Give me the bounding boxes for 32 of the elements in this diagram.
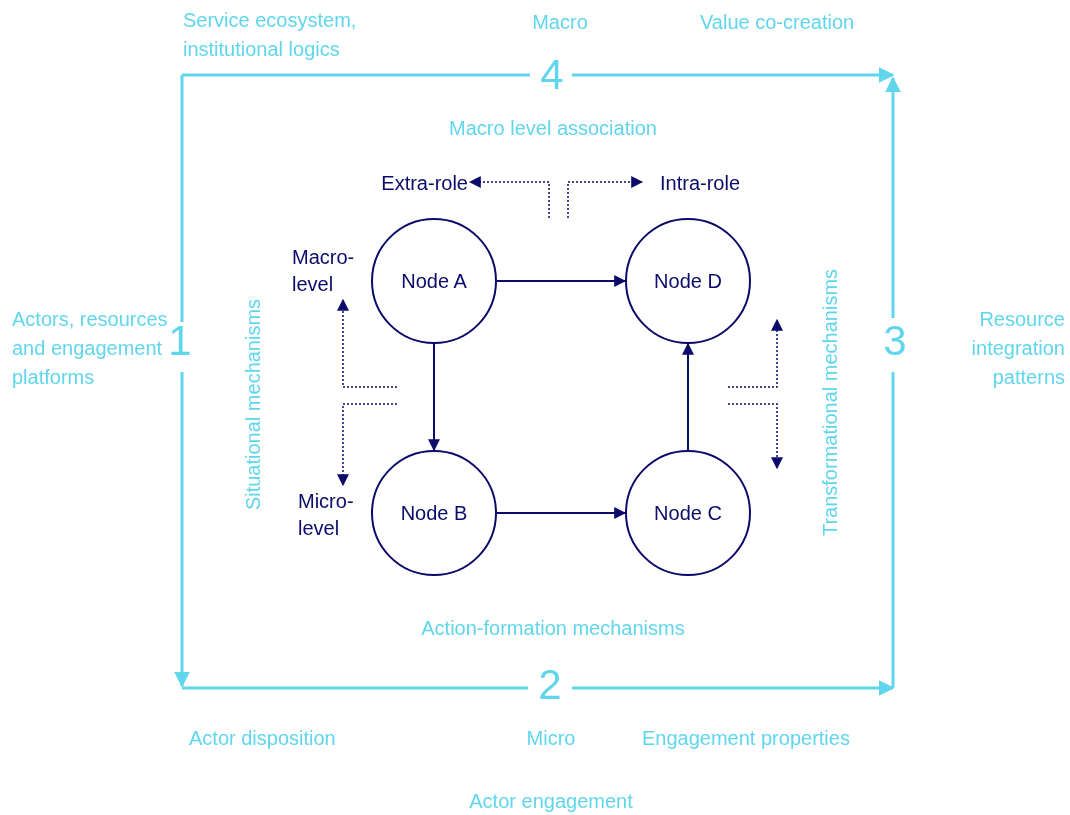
circle-node: Node C: [625, 450, 751, 576]
step-number: 3: [882, 318, 908, 364]
mechanism-label: Action-formation mechanisms: [420, 616, 686, 641]
circle-node: Node A: [371, 218, 497, 344]
arrow: [468, 176, 550, 219]
arrow: [496, 275, 627, 287]
frame-label: Macro: [531, 10, 589, 35]
frame-label: Actors, resources and engagement platforms: [12, 307, 169, 390]
circle-node: Node B: [371, 450, 497, 576]
mechanism-label: Situational mechanisms: [240, 297, 265, 513]
text-label: Intra-role: [660, 170, 760, 198]
frame-label: Actor engagement: [468, 789, 634, 814]
arrow: [428, 343, 440, 452]
circle-node: Node D: [625, 218, 751, 344]
frame-label: Resource integration patterns: [970, 307, 1065, 390]
step-number: 4: [539, 52, 565, 98]
text-label: Micro- level: [298, 488, 358, 542]
arrow: [496, 507, 627, 519]
text-label: Macro- level: [292, 244, 352, 298]
mechanism-label: Transformational mechanisms: [817, 267, 842, 539]
step-number: 2: [537, 662, 563, 708]
arrow: [567, 176, 644, 219]
frame-label: Macro level association: [448, 116, 658, 141]
frame-label: Value co-creation: [700, 10, 856, 35]
frame-label: Service ecosystem, institutional logics: [183, 8, 358, 62]
arrow: [337, 403, 398, 487]
text-label: Extra-role: [358, 170, 468, 198]
frame-label: Engagement properties: [642, 726, 851, 751]
frame-label: Actor disposition: [189, 726, 337, 751]
arrow: [337, 298, 398, 388]
arrow: [682, 342, 694, 451]
frame-label: Micro: [525, 726, 577, 751]
